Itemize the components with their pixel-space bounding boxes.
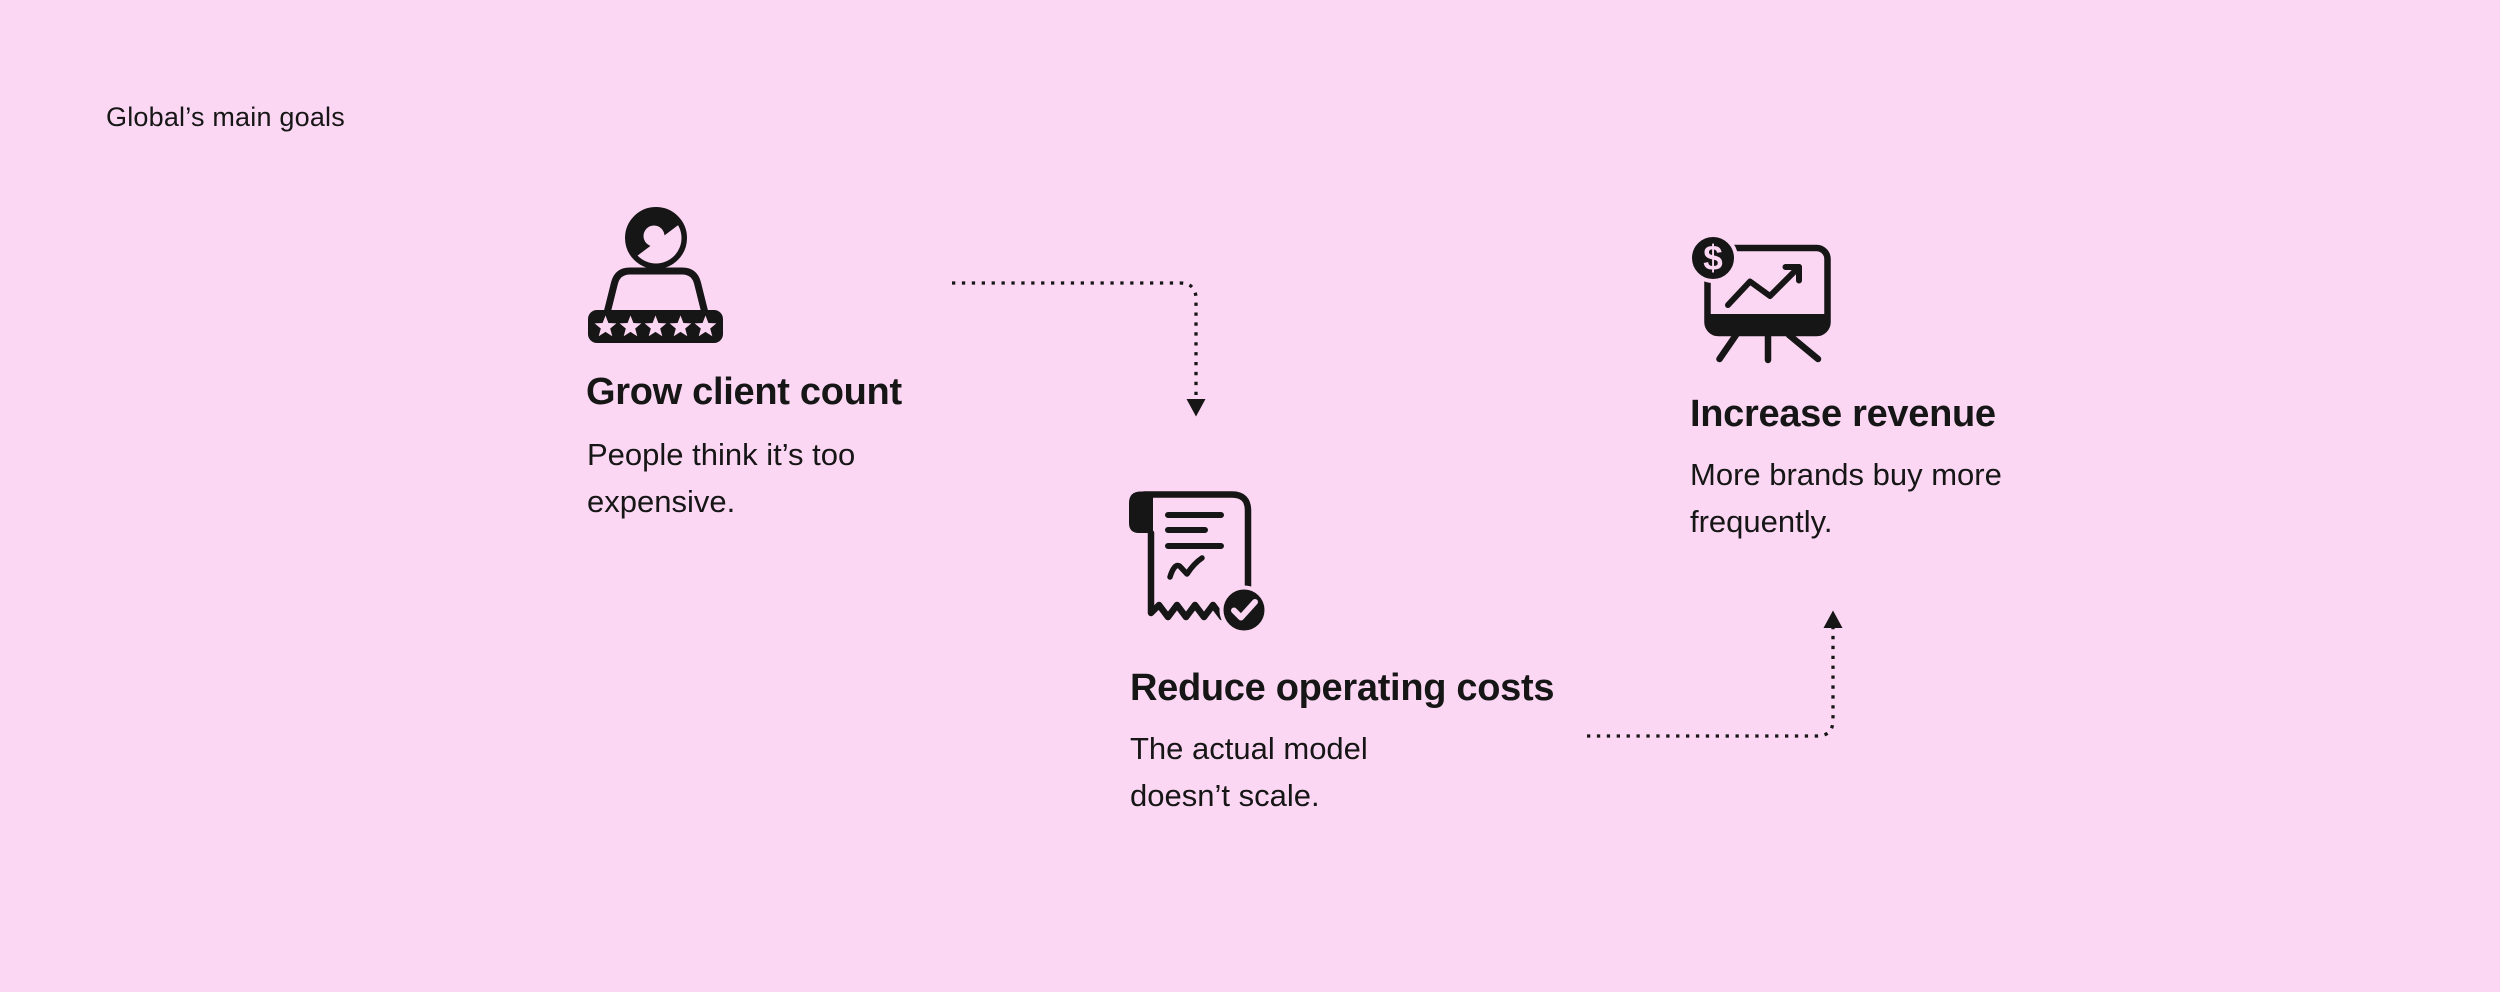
page-title: Global’s main goals xyxy=(106,102,345,132)
goal-description: More brands buy more frequently. xyxy=(1690,457,2002,539)
client-five-star-rating-icon xyxy=(583,203,728,345)
goal-description: The actual model doesn’t scale. xyxy=(1130,731,1368,813)
board-base xyxy=(1707,314,1828,333)
dollar-circle xyxy=(1688,233,1738,283)
arrow-grow-to-reduce xyxy=(952,281,1206,417)
five-stars xyxy=(594,315,717,337)
goal-reduce-operating-costs: Reduce operating costs The actual model … xyxy=(1124,486,1644,856)
arrow-reduce-to-increase xyxy=(1587,610,1843,738)
goal-heading: Increase revenue xyxy=(1690,393,1996,435)
goal-heading: Grow client count xyxy=(586,371,902,413)
goal-increase-revenue: $ Increase revenue More brands buy more … xyxy=(1686,232,2206,602)
person-shoulders xyxy=(603,267,709,317)
receipt-signature xyxy=(1167,555,1205,580)
growth-line xyxy=(1725,264,1802,308)
dollar-sign: $ xyxy=(1703,239,1722,278)
easel-legs xyxy=(1716,331,1822,364)
goal-heading: Reduce operating costs xyxy=(1130,667,1555,709)
check-mark xyxy=(1231,599,1258,621)
receipt-roll xyxy=(1129,491,1153,533)
receipt-checkmark-icon xyxy=(1124,486,1269,636)
goal-description: People think it’s too expensive. xyxy=(587,437,856,519)
growth-arrowhead xyxy=(1782,264,1802,284)
receipt-text-lines xyxy=(1165,512,1224,549)
presentation-chart-dollar-icon: $ xyxy=(1686,232,1834,364)
goal-grow-client-count: Grow client count People think it’s too … xyxy=(583,203,1103,573)
